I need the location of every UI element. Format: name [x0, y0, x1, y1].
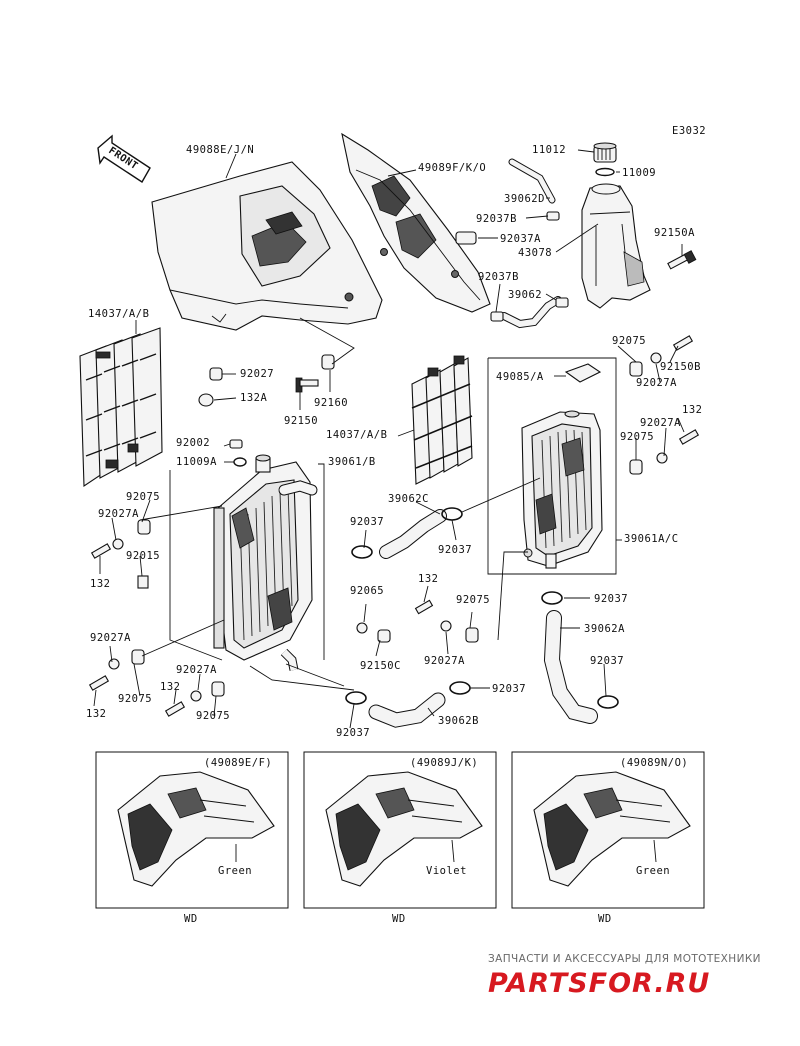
radiator-right	[521, 410, 603, 569]
label-92150c: 92150C	[360, 660, 401, 672]
label-132-c: 132	[418, 573, 438, 585]
label-39062: 39062	[508, 289, 542, 301]
label-92075-l: 92075	[126, 491, 160, 503]
inset-1-color: Green	[218, 865, 252, 877]
diagram-code: E3032	[672, 125, 706, 137]
inset-3-code: (49089N/O)	[620, 757, 688, 769]
tank-cap	[593, 142, 617, 163]
label-92027a-r2: 92027A	[640, 417, 681, 429]
label-92027a-c: 92027A	[424, 655, 465, 667]
inset-3-note: WD	[598, 913, 612, 925]
label-43078: 43078	[518, 247, 552, 259]
radiator-shroud-center	[341, 132, 491, 313]
radiator-left	[213, 454, 318, 671]
label-92150b: 92150B	[660, 361, 701, 373]
cap-seal	[595, 167, 615, 177]
bolt-92150a	[667, 250, 697, 270]
label-92160: 92160	[314, 397, 348, 409]
label-39061ac: 39061A/C	[624, 533, 679, 545]
label-92150: 92150	[284, 415, 318, 427]
label-11009: 11009	[622, 167, 656, 179]
label-92027a-bl: 92027A	[90, 632, 131, 644]
label-92037-c2: 92037	[438, 544, 472, 556]
inset-2: (49089J/K) Violet WD	[303, 751, 497, 925]
reservoir-tank	[581, 183, 651, 309]
radiator-screen-center	[411, 355, 473, 485]
inset-2-color: Violet	[426, 865, 467, 877]
label-92037-c1: 92037	[350, 516, 384, 528]
label-92037-r1: 92037	[594, 593, 628, 605]
label-92075-r2: 92075	[620, 431, 654, 443]
label-39062c: 39062C	[388, 493, 429, 505]
label-11012: 11012	[532, 144, 566, 156]
label-92002: 92002	[176, 437, 210, 449]
overflow-hose-lower	[490, 296, 569, 329]
hose-39062c	[379, 509, 447, 559]
label-132-bl: 132	[86, 708, 106, 720]
hose-39062b	[368, 692, 446, 728]
inset-1: (49089E/F) Green WD	[95, 751, 289, 925]
label-92037-r2: 92037	[590, 655, 624, 667]
inset-1-note: WD	[184, 913, 198, 925]
watermark-tagline: ЗАПЧАСТИ И АКСЕССУАРЫ ДЛЯ МОТОТЕХНИКИ	[488, 953, 761, 965]
label-39062b: 39062B	[438, 715, 479, 727]
label-39061b: 39061/B	[328, 456, 376, 468]
label-49088: 49088E/J/N	[186, 144, 254, 156]
label-132-r: 132	[682, 404, 702, 416]
label-92075-c: 92075	[456, 594, 490, 606]
label-92027a-tr: 92027A	[636, 377, 677, 389]
label-39062d: 39062D	[504, 193, 545, 205]
label-92015: 92015	[126, 550, 160, 562]
label-92150a: 92150A	[654, 227, 695, 239]
label-132a: 132A	[240, 392, 267, 404]
label-49085: 49085/A	[496, 371, 544, 383]
label-92027-left: 92027	[240, 368, 274, 380]
label-92037b-mid: 92037B	[478, 271, 519, 283]
hose-39062a	[543, 610, 598, 724]
label-39062a: 39062A	[584, 623, 625, 635]
front-arrow-icon: FRONT	[97, 134, 151, 183]
label-92027a-l: 92027A	[98, 508, 139, 520]
label-49089: 49089F/K/O	[418, 162, 486, 174]
label-92037-b: 92037	[336, 727, 370, 739]
watermark: ЗАПЧАСТИ И АКСЕССУАРЫ ДЛЯ МОТОТЕХНИКИ PA…	[488, 953, 761, 999]
part-labels: 49088E/J/N 49089F/K/O 11012 11009 39062D…	[86, 144, 702, 739]
label-92075-bl: 92075	[118, 693, 152, 705]
label-92065: 92065	[350, 585, 384, 597]
inset-2-note: WD	[392, 913, 406, 925]
inset-2-code: (49089J/K)	[410, 757, 478, 769]
label-11009a: 11009A	[176, 456, 217, 468]
label-92037a-top: 92037A	[500, 233, 541, 245]
leader-lines	[93, 149, 685, 729]
label-132-bc: 132	[160, 681, 180, 693]
label-92037-r3: 92037	[492, 683, 526, 695]
overflow-hose-upper	[508, 158, 556, 204]
radiator-shroud-left	[151, 161, 383, 331]
cap-49085	[564, 363, 602, 383]
label-14037-left: 14037/A/B	[88, 308, 149, 320]
inset-3-color: Green	[636, 865, 670, 877]
label-92037b-top: 92037B	[476, 213, 517, 225]
label-92075-tr: 92075	[612, 335, 646, 347]
label-92027a-bc: 92027A	[176, 664, 217, 676]
hardware	[88, 335, 700, 717]
label-14037-mid: 14037/A/B	[326, 429, 387, 441]
inset-3: (49089N/O) Green WD	[511, 751, 705, 925]
label-92075-bc: 92075	[196, 710, 230, 722]
radiator-screen-left	[79, 327, 163, 488]
label-132-l: 132	[90, 578, 110, 590]
inset-1-code: (49089E/F)	[204, 757, 272, 769]
watermark-logo: PARTSFOR.RU	[488, 968, 710, 999]
